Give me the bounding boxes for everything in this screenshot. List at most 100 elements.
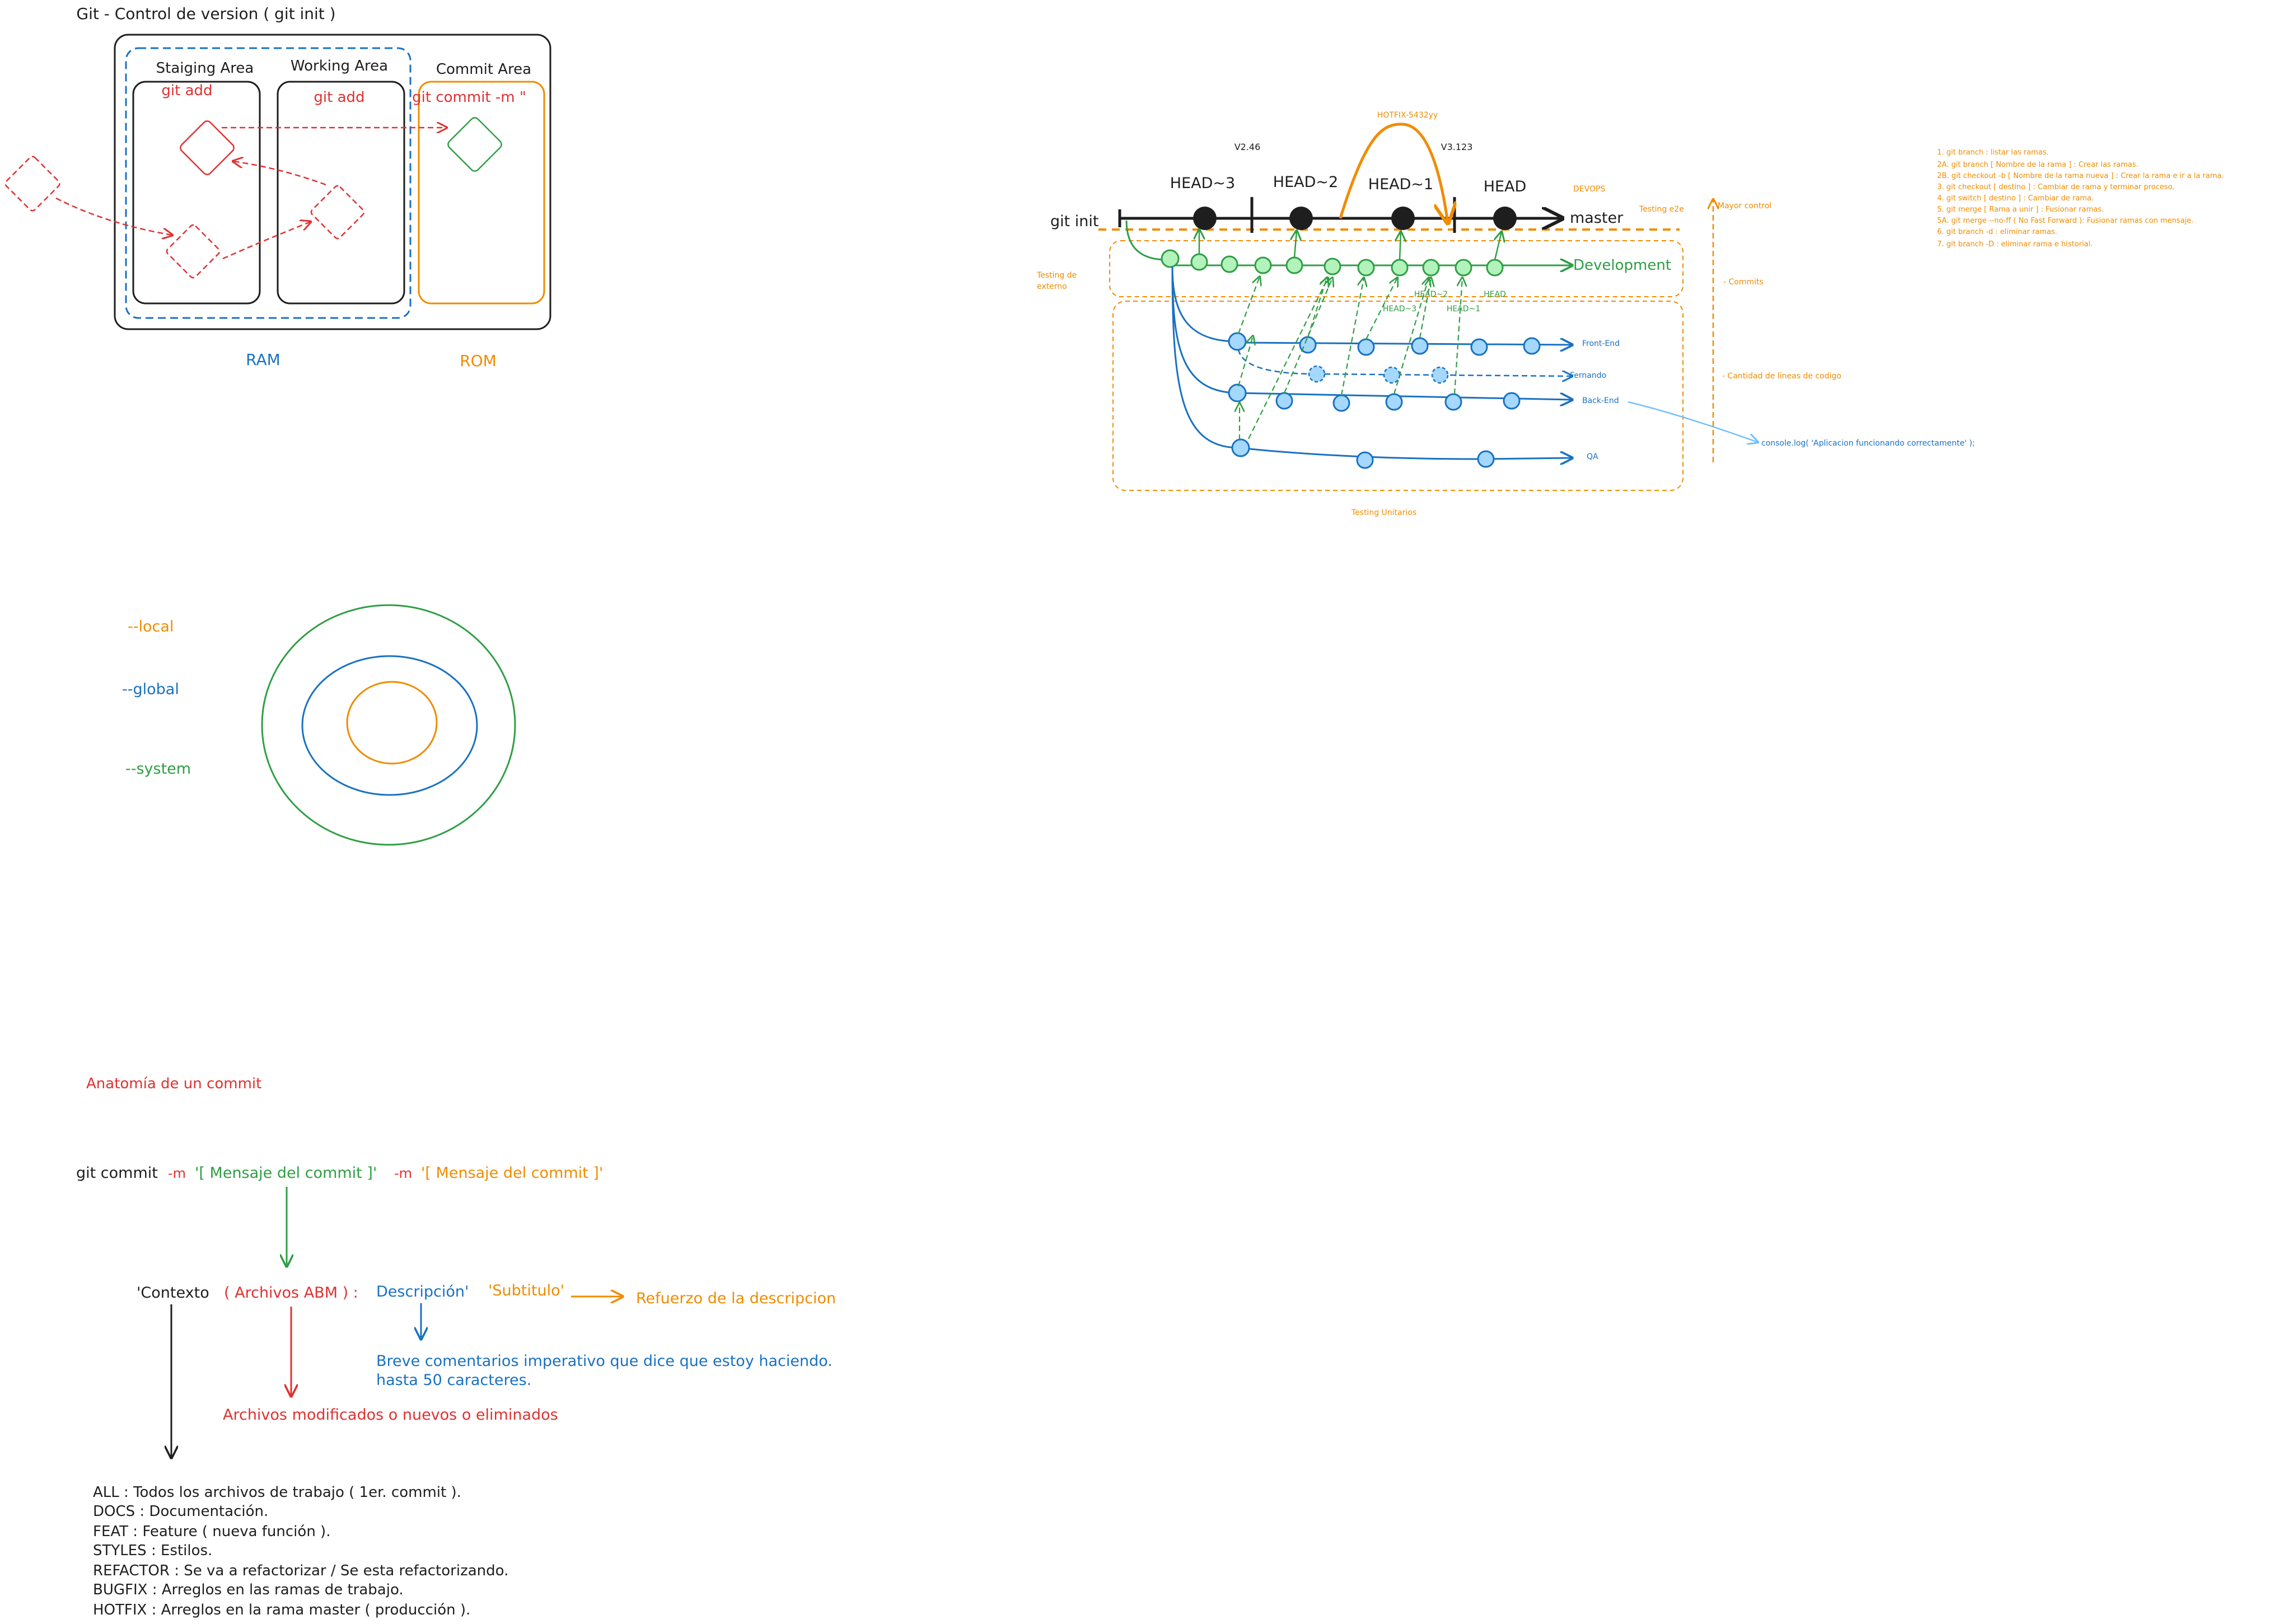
anatomy-archivos-mod: Archivos modificados o nuevos o eliminad…: [223, 1406, 558, 1424]
commit-type: REFACTOR : Se va a refactorizar / Se est…: [93, 1562, 508, 1579]
fernando-commit: [1383, 366, 1401, 384]
v3123-label: V3.123: [1441, 142, 1473, 152]
command-line: 2A. git branch [ Nombre de la rama ] : C…: [1937, 161, 2138, 169]
anatomy-subtitulo: 'Subtitulo': [488, 1282, 564, 1299]
commit-types: ALL : Todos los archivos de trabajo ( 1e…: [93, 1484, 508, 1618]
back-end-label: Back-End: [1582, 396, 1619, 405]
front-end-commit: [1228, 332, 1247, 351]
master-commit-head: [1493, 207, 1517, 230]
local-label: --local: [128, 618, 174, 635]
merge-arrow: [1340, 278, 1364, 396]
commands-list: 1. git branch : listar las ramas. 2A. gi…: [1937, 148, 2224, 249]
front-end-commit: [1523, 337, 1541, 355]
command-line: 5. git merge [ Rama a unir ] : Fusionar …: [1937, 205, 2104, 214]
fernando-origin: [1237, 349, 1316, 375]
dev-to-master-arrows: [1199, 230, 1502, 260]
commit-box: [418, 81, 545, 305]
anatomy-descripcion: Descripción': [376, 1283, 469, 1300]
merge-arrow: [1366, 278, 1397, 340]
fernando-label: Fernando: [1570, 371, 1606, 380]
merge-arrow: [1283, 278, 1332, 394]
commit-type: FEAT : Feature ( nueva función ).: [93, 1523, 330, 1540]
back-end-commit: [1444, 393, 1462, 411]
master-commit-head-1: [1391, 207, 1415, 230]
command-line: 5A. git merge --no-ff ( No Fast Forward …: [1937, 217, 2194, 225]
dev-commit: [1190, 253, 1208, 271]
front-end-label: Front-End: [1582, 339, 1620, 348]
file-diamond-commit: [447, 117, 502, 172]
git-add-working: git add: [314, 89, 364, 106]
front-end-origin: [1171, 266, 1238, 343]
file-diamond-working: [310, 185, 365, 240]
fernando-commit: [1431, 366, 1449, 384]
cantidad-lineas-label: - Cantidad de lineas de codigo: [1722, 372, 1841, 381]
merge-arrow: [1248, 278, 1328, 439]
arrow-outside-to-staging: [55, 197, 172, 235]
anatomy-m1: -m: [168, 1166, 186, 1181]
working-box: [277, 81, 405, 305]
arrow-working-to-staging-top: [233, 161, 326, 186]
front-end-commit: [1411, 337, 1429, 355]
git-commit-label: git commit -m ": [412, 89, 526, 106]
command-line: 3. git checkout [ destino ] : Cambiar de…: [1937, 183, 2175, 191]
staging-label: Staiging Area: [156, 60, 254, 77]
ram-dashed-box: [125, 47, 411, 319]
git-areas-diagram: Git - Control de version ( git init ) St…: [4, 4, 551, 370]
head-1-label: HEAD~1: [1368, 176, 1433, 193]
git-outer-box: [114, 34, 551, 330]
merge-arrow: [1393, 278, 1429, 395]
merge-arrow: [1453, 278, 1462, 395]
feature-commits: [1228, 332, 1541, 469]
ram-label: RAM: [246, 350, 280, 369]
dev-head-3-label: HEAD~3: [1383, 305, 1416, 313]
commit-type: DOCS : Documentación.: [93, 1503, 268, 1520]
dev-commit: [1391, 259, 1409, 277]
git-add-staging: git add: [161, 82, 212, 99]
staging-box: [132, 81, 261, 305]
commit-label: Commit Area: [436, 61, 531, 78]
rom-label: ROM: [460, 352, 497, 370]
file-diamond-staging-bottom: [166, 224, 221, 279]
dev-commit: [1357, 259, 1375, 277]
dev-commit: [1161, 249, 1180, 268]
back-end-origin: [1171, 266, 1238, 394]
merge-arrow: [1294, 231, 1297, 258]
back-end-commit: [1503, 392, 1521, 410]
anatomy-breve-1: Breve comentarios imperativo que dice qu…: [376, 1352, 833, 1370]
commits-label: - Commits: [1723, 278, 1764, 287]
master-label: master: [1570, 209, 1624, 227]
feature-to-dev-arrows: [1238, 277, 1462, 440]
git-areas-title: Git - Control de version ( git init ): [76, 4, 335, 23]
development-label: Development: [1573, 257, 1671, 274]
command-line: 1. git branch : listar las ramas.: [1937, 148, 2049, 157]
file-diamond-staging-top: [180, 120, 235, 175]
dev-head-1-label: HEAD~1: [1447, 305, 1480, 313]
anatomy-title: Anatomía de un commit: [86, 1075, 261, 1092]
front-end-commit: [1357, 338, 1375, 356]
anatomy-archivos: ( Archivos ABM ) :: [224, 1284, 358, 1302]
front-end-commit: [1470, 338, 1488, 356]
command-line: 7. git branch -D : eliminar rama e histo…: [1937, 240, 2093, 249]
anatomy-msg1: '[ Mensaje del commit ]': [195, 1164, 377, 1182]
head-label: HEAD: [1484, 178, 1527, 195]
front-end-line: [1237, 343, 1572, 345]
git-init-label: git init: [1050, 213, 1099, 230]
anatomy-git-commit: git commit: [76, 1164, 158, 1182]
back-end-commit: [1275, 392, 1293, 410]
global-circle: [301, 655, 478, 796]
dev-commit: [1221, 255, 1238, 273]
devops-label: DEVOPS: [1573, 185, 1605, 194]
commit-type: BUGFIX : Arreglos en las ramas de trabaj…: [93, 1581, 404, 1598]
command-line: 2B. git checkout -b [ Nombre de la rama …: [1937, 172, 2224, 180]
anatomy-m2: -m: [394, 1166, 412, 1181]
mayor-control-label: Mayor control: [1718, 202, 1771, 210]
commit-type: STYLES : Estilos.: [93, 1542, 212, 1559]
anatomy-refuerzo: Refuerzo de la descripcion: [636, 1290, 836, 1307]
qa-label: QA: [1587, 452, 1598, 461]
command-line: 6. git branch -d : eliminar ramas.: [1937, 228, 2057, 236]
head-2-label: HEAD~2: [1273, 174, 1338, 191]
testing-externo-label-2: externo: [1037, 282, 1067, 291]
merge-arrow: [1495, 232, 1502, 260]
qa-line: [1239, 447, 1572, 459]
working-label: Working Area: [291, 58, 388, 74]
